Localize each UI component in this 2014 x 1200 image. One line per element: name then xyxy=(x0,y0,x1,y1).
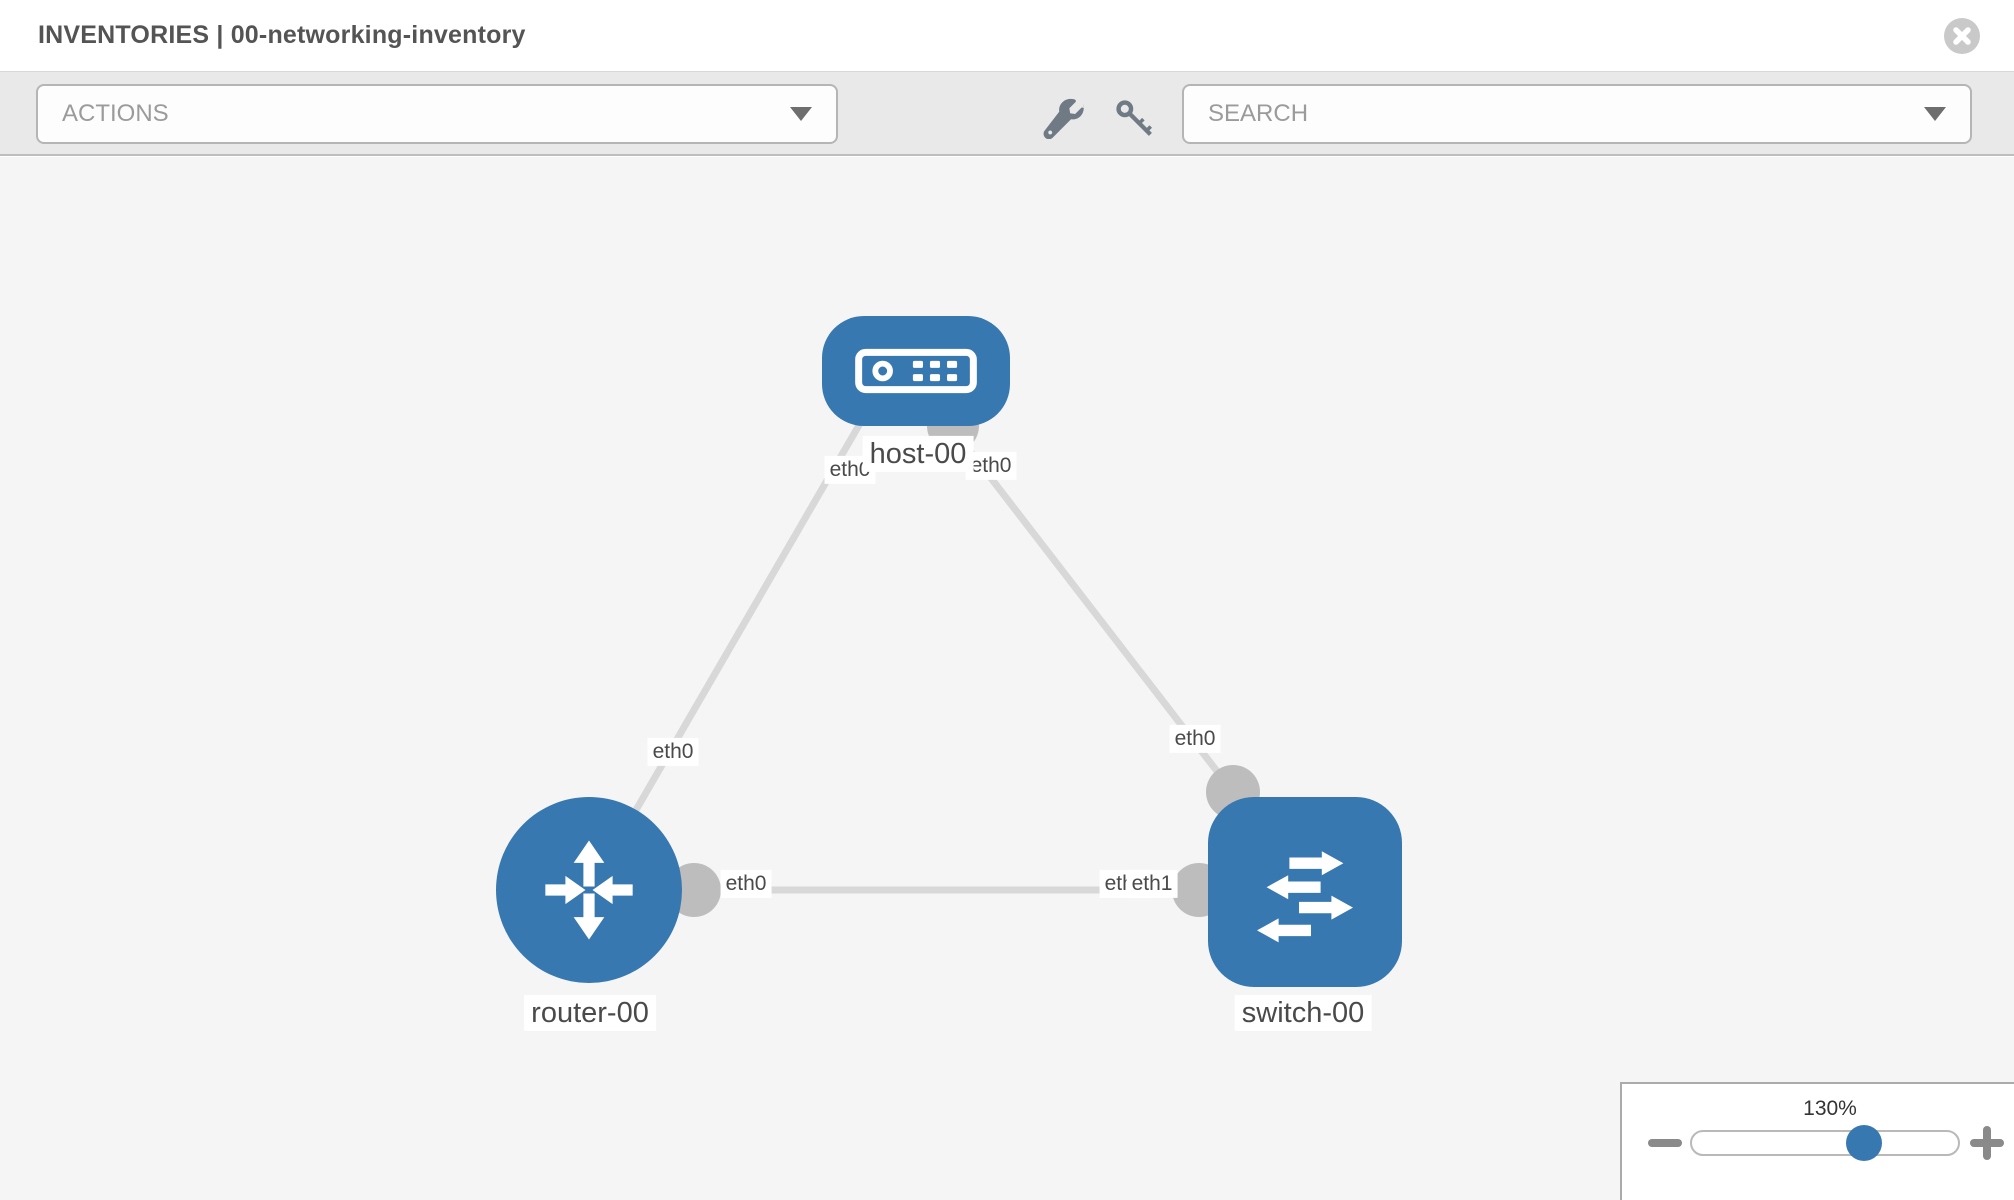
node-host-00[interactable] xyxy=(822,316,1010,426)
host-icon xyxy=(855,348,977,394)
if-label-router-eth0-mid: eth0 xyxy=(720,869,772,899)
key-icon xyxy=(1116,100,1153,136)
zoom-percent-label: 130% xyxy=(1803,1097,1857,1120)
header: INVENTORIES | 00-networking-inventory xyxy=(0,0,2014,72)
if-label-router-eth0-upper: eth0 xyxy=(647,737,699,767)
chevron-down-icon xyxy=(1924,107,1946,121)
minus-icon xyxy=(1648,1139,1682,1147)
node-switch-00[interactable] xyxy=(1208,797,1402,987)
key-button[interactable] xyxy=(1110,94,1158,142)
if-label-switch-eth1-front: eth1 xyxy=(1126,869,1178,899)
wrench-icon xyxy=(1043,98,1084,139)
wrench-button[interactable] xyxy=(1040,94,1088,142)
chevron-down-icon xyxy=(790,107,812,121)
actions-dropdown-label: ACTIONS xyxy=(62,100,169,127)
toolbar: ACTIONS SEARCH xyxy=(0,72,2014,156)
zoom-slider-track[interactable] xyxy=(1690,1130,1960,1156)
plus-icon xyxy=(1969,1125,2005,1161)
search-placeholder: SEARCH xyxy=(1208,100,1309,127)
node-label-router-00: router-00 xyxy=(524,994,656,1032)
page-title: INVENTORIES | 00-networking-inventory xyxy=(38,21,526,49)
zoom-out-button[interactable] xyxy=(1647,1134,1683,1152)
node-label-host-00: host-00 xyxy=(862,435,974,473)
zoom-slider-knob[interactable] xyxy=(1846,1125,1882,1161)
zoom-in-button[interactable] xyxy=(1969,1125,2005,1161)
node-label-switch-00: switch-00 xyxy=(1234,994,1372,1032)
router-icon xyxy=(545,840,633,940)
if-label-host-eth0-right: eth0 xyxy=(965,451,1017,481)
actions-dropdown[interactable]: ACTIONS xyxy=(36,84,838,144)
close-button[interactable] xyxy=(1944,17,1980,54)
zoom-panel: 130% xyxy=(1620,1082,2014,1200)
if-label-switch-eth0-upper: eth0 xyxy=(1169,724,1221,754)
close-icon xyxy=(1953,26,1971,45)
switch-icon xyxy=(1257,851,1353,943)
links-layer xyxy=(632,400,1260,917)
node-router-00[interactable] xyxy=(496,797,682,983)
search-dropdown[interactable]: SEARCH xyxy=(1182,84,1972,144)
topology-canvas[interactable]: eth0 eth0 eth0 eth0 eth0 eth1 eth1 host-… xyxy=(0,157,2014,1200)
